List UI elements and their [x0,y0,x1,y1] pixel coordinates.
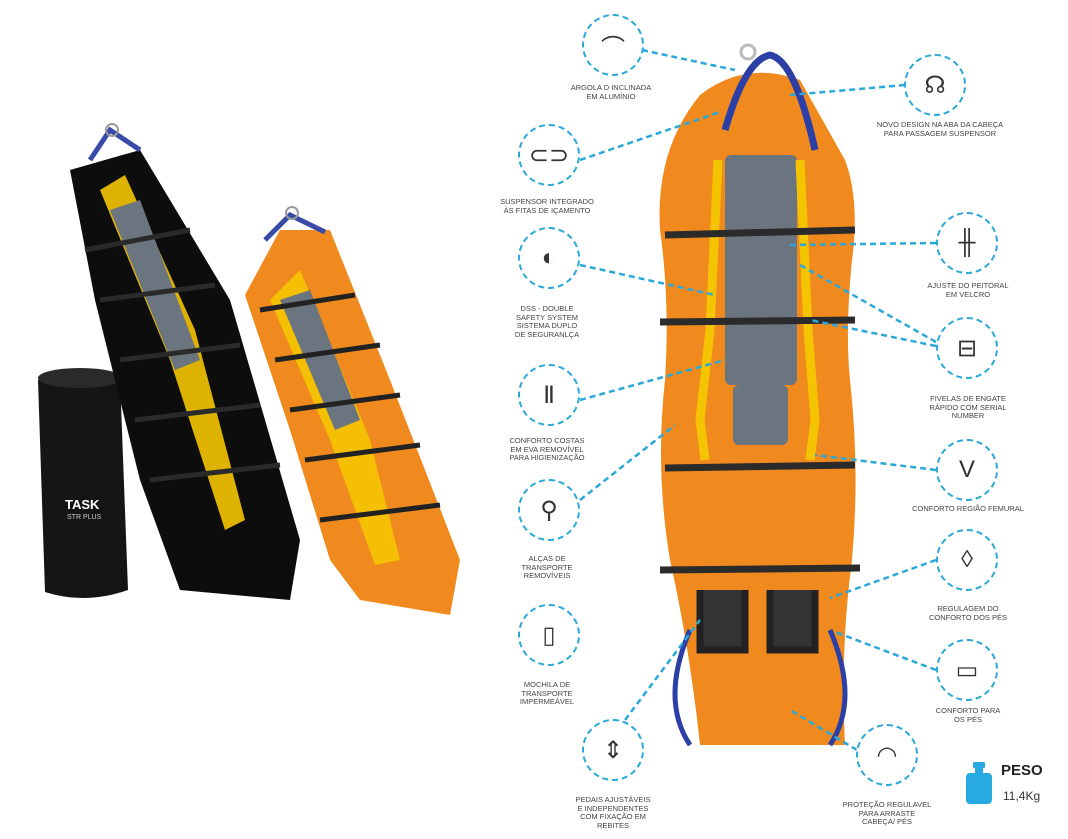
bag-brand-logo: TASK [65,497,100,512]
foot-comfort-icon: ▭ [936,639,998,701]
double-safety-icon: ◐ [518,227,580,289]
foot-adjust-icon: ◊ [936,529,998,591]
callout-label-femoral: CONFORTO REGIÃO FEMURAL [912,504,1024,513]
drag-protection-icon: ◠ [856,724,918,786]
d-ring-icon: ⌒ [582,14,644,76]
callout-label-d-ring: ARGOLA D INCLINADA EM ALUMÍNIO [570,83,652,101]
chest-strap-icon: ╫ [936,212,998,274]
head-flap-icon: ☊ [904,54,966,116]
backpack-icon: ▯ [518,604,580,666]
leader-lines [579,48,937,752]
callout-label-back-comfort: CONFORTO COSTAS EM EVA REMOVÍVEL PARA HI… [509,436,585,462]
orange-stretcher-photo [245,206,460,615]
leg-strap-icon: V [936,439,998,501]
callout-label-handles: ALÇAS DE TRANSPORTE REMOVÍVEIS [521,554,573,580]
callout-label-chest: AJUSTE DO PEITORAL EM VELCRO [927,281,1009,299]
suspension-strap-icon: ⊂⊃ [518,124,580,186]
backpack-photo [38,368,128,599]
black-stretcher-photo [70,123,300,600]
pedals-icon: ⇕ [582,719,644,781]
weight-icon [966,762,992,804]
callout-label-foot-adjust: REGULAGEM DO CONFORTO DOS PÉS [928,604,1008,622]
buckle-icon: ⊟ [936,317,998,379]
callout-label-pedals: PEDAIS AJUSTÁVEIS E INDEPENDENTES COM FI… [575,795,651,830]
callout-label-backpack: MOCHILA DE TRANSPORTE IMPERMEÁVEL [519,680,575,706]
callout-label-buckles: FIVELAS DE ENGATE RÁPIDO COM SERIAL NUMB… [929,394,1007,420]
weight-title: PESO [1001,762,1043,779]
main-stretcher-diagram [659,43,861,747]
callout-label-foot-comfort: CONFORTO PARA OS PÉS [935,706,1001,724]
callout-label-drag-protection: PROTEÇÃO REGULAVEL PARA ARRASTE CABEÇA/ … [842,800,932,826]
carry-handle-icon: ⚲ [518,479,580,541]
callout-label-suspension: SUSPENSOR INTEGRADO ÀS FITAS DE IÇAMENTO [500,197,594,215]
callout-label-head-flap: NOVO DESIGN NA ABA DA CABEÇA PARA PASSAG… [876,120,1004,138]
weight-value: 11,4Kg [1003,789,1041,803]
back-pad-icon: Ⅱ [518,364,580,426]
bag-model-label: STR PLUS [67,514,102,521]
callout-label-dss: DSS - DOUBLE SAFETY SYSTEM SISTEMA DUPLO… [514,304,580,339]
